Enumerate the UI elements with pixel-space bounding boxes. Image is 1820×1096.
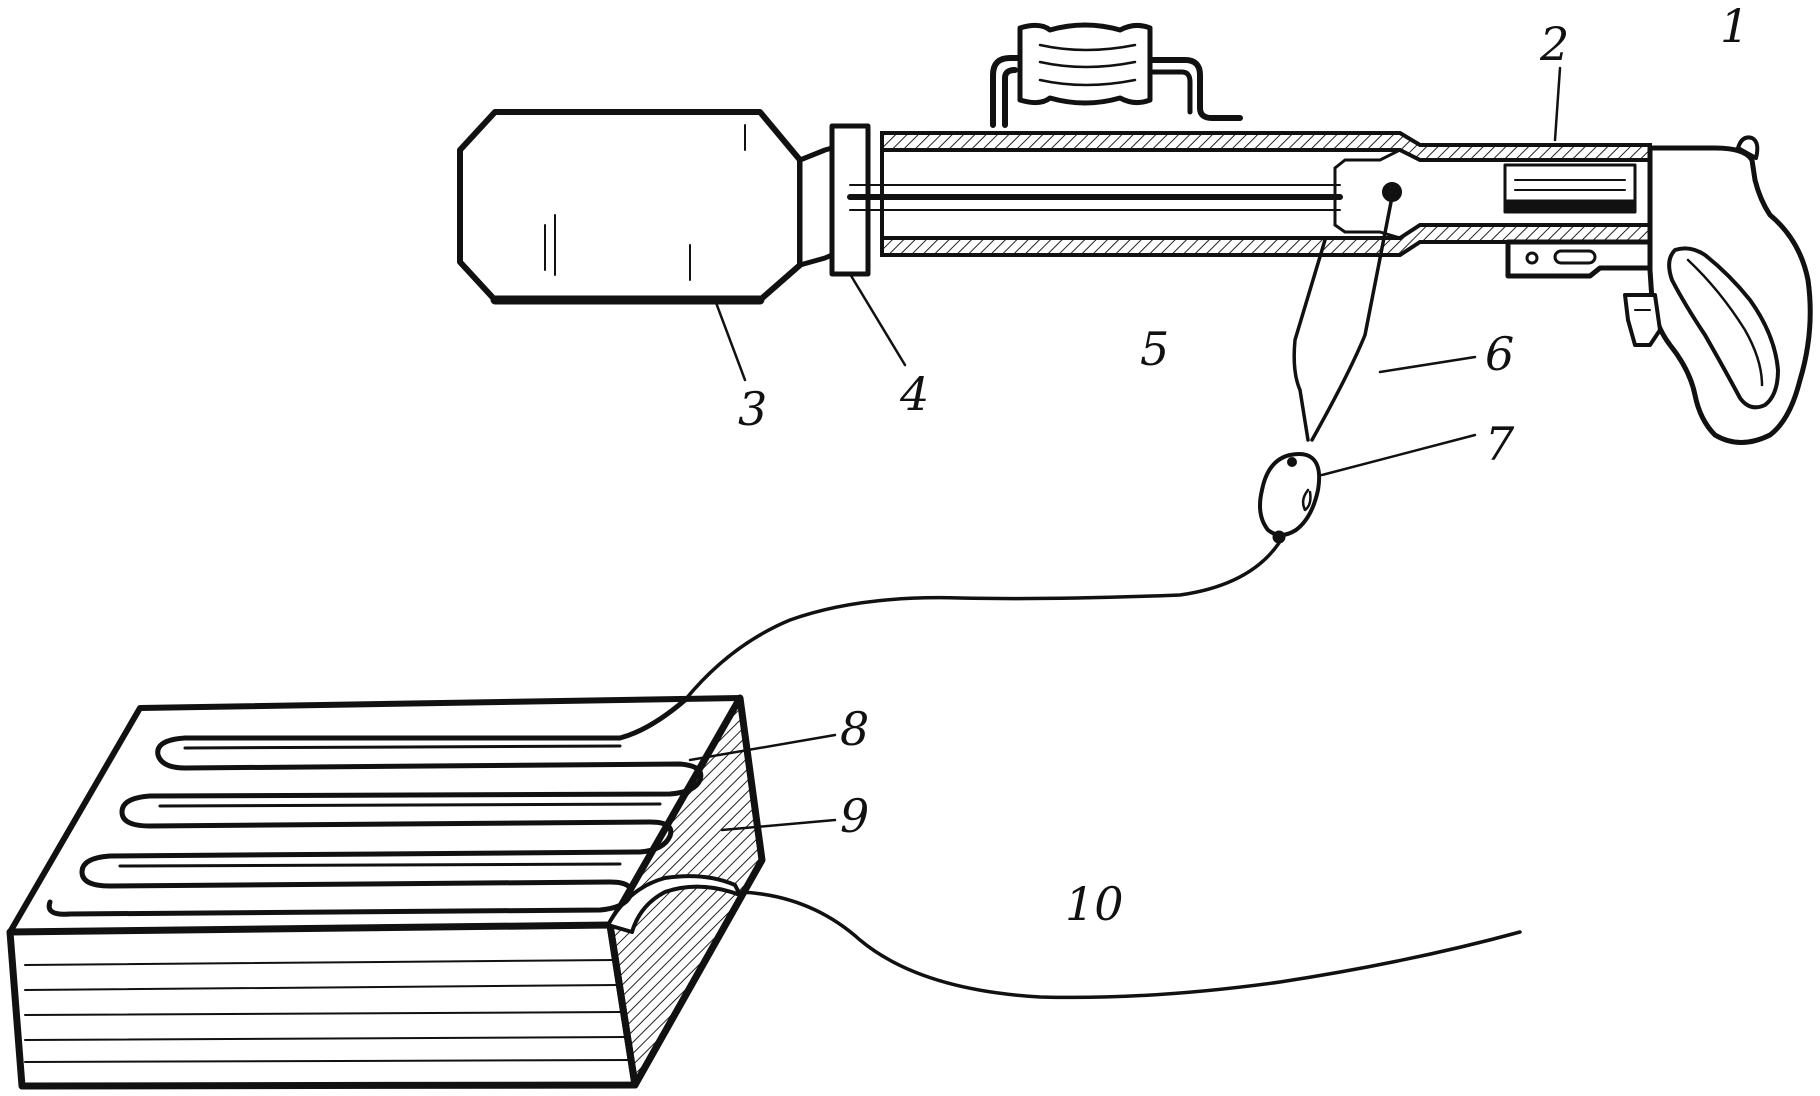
callout-2: 2 bbox=[1539, 17, 1569, 71]
callout-9: 9 bbox=[840, 789, 869, 843]
callout-5: 5 bbox=[1140, 322, 1169, 376]
cable-system bbox=[683, 195, 1522, 1000]
callout-3: 3 bbox=[738, 382, 767, 436]
callout-10: 10 bbox=[1065, 877, 1124, 931]
leader-lines bbox=[688, 66, 1562, 832]
cable-plug bbox=[1258, 452, 1322, 544]
callout-8: 8 bbox=[840, 702, 869, 756]
heating-element-coil bbox=[46, 697, 704, 917]
callout-6: 6 bbox=[1485, 327, 1514, 381]
callout-4: 4 bbox=[899, 367, 929, 421]
pistol-grip bbox=[1505, 135, 1813, 445]
callout-1: 1 bbox=[1720, 0, 1749, 53]
callout-7: 7 bbox=[1485, 417, 1515, 471]
barrel-tube bbox=[847, 131, 1652, 257]
callout-labels: 1 2 3 4 5 6 7 8 9 10 bbox=[738, 0, 1749, 931]
tool-assembly bbox=[457, 22, 1813, 445]
top-handle bbox=[990, 22, 1243, 128]
container-bottle bbox=[457, 109, 803, 305]
heating-pad bbox=[6, 694, 766, 1090]
